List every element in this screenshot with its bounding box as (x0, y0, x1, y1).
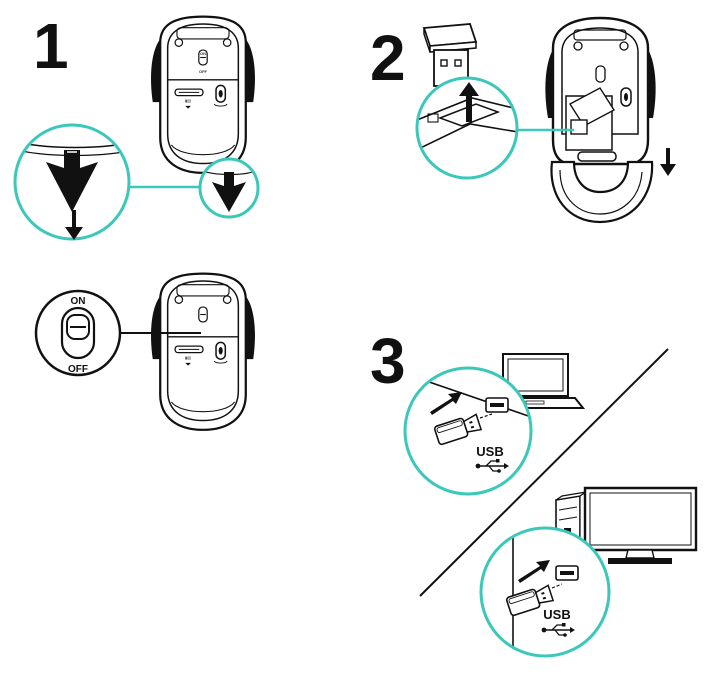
open-door-arrow-icon (660, 148, 676, 176)
tab-location-callout (198, 157, 260, 219)
mouse-switch-on-label: ON (200, 51, 206, 56)
divider-diagonal (419, 348, 669, 597)
switch-on-label: ON (71, 296, 86, 307)
mouse-bottom-switch (149, 272, 257, 431)
usb-label-desktop: USB (543, 607, 570, 622)
desktop-computer-illustration (555, 486, 698, 564)
mouse-switch-off-label: OFF (199, 69, 208, 74)
mouse-bottom-step1 (149, 15, 257, 174)
laptop-usb-callout (403, 366, 533, 496)
mouse-opened (545, 16, 656, 224)
step-1-number: 1 (33, 10, 69, 82)
switch-off-label: OFF (68, 364, 88, 375)
usb-label-laptop: USB (476, 444, 503, 459)
receiver-removal-callout (415, 76, 519, 180)
step-2-number: 2 (370, 22, 406, 94)
on-off-switch-callout (34, 289, 122, 377)
desktop-usb-callout (479, 526, 611, 658)
step-3-number: 3 (370, 325, 406, 397)
pull-down-arrow-icon (65, 210, 83, 240)
